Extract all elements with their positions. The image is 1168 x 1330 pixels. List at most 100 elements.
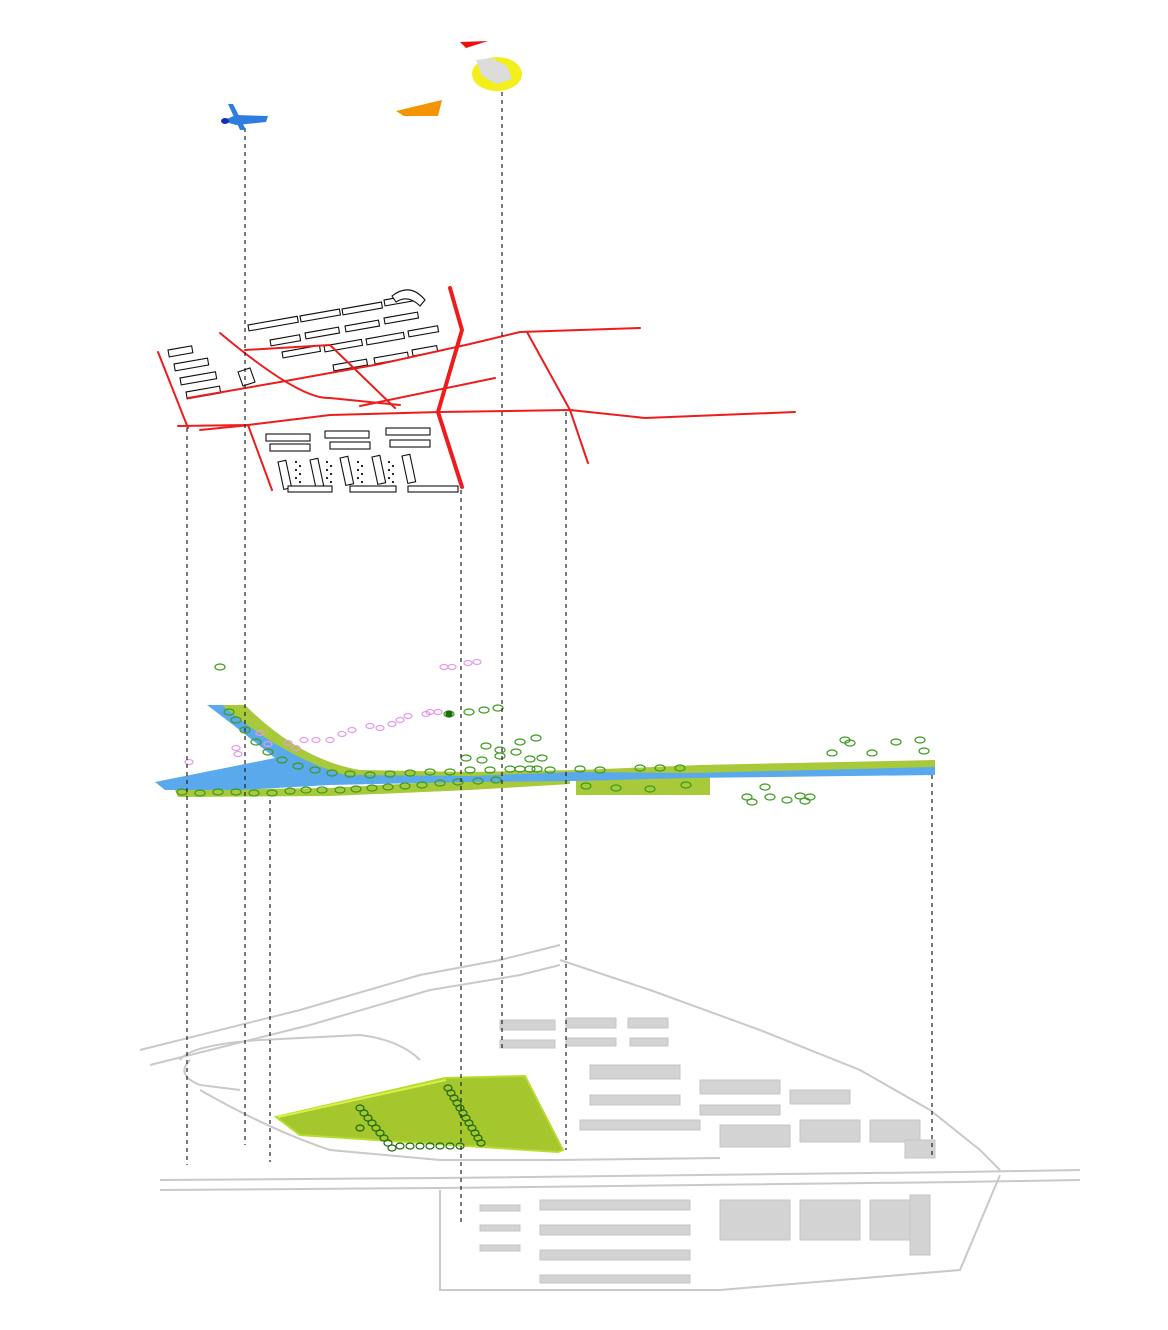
tree-symbol bbox=[230, 716, 242, 724]
building bbox=[179, 371, 218, 386]
building bbox=[281, 344, 322, 359]
building bbox=[383, 311, 420, 325]
park-tree bbox=[425, 1142, 435, 1150]
building-dot bbox=[391, 480, 395, 484]
small-building bbox=[237, 367, 256, 387]
tree-symbol bbox=[230, 788, 242, 796]
building-dot bbox=[298, 480, 302, 484]
west-building-group bbox=[167, 345, 256, 400]
pink-tree-symbol bbox=[375, 724, 385, 732]
building bbox=[401, 453, 417, 485]
building-dot bbox=[391, 472, 395, 476]
building bbox=[389, 439, 431, 448]
pink-tree-symbol bbox=[347, 726, 357, 734]
tree-symbol bbox=[644, 785, 656, 793]
tree-symbol bbox=[364, 771, 376, 779]
building-dot bbox=[391, 464, 395, 468]
tree-symbol bbox=[416, 781, 428, 789]
south-building-group bbox=[265, 427, 459, 493]
tree-symbol bbox=[654, 764, 666, 772]
building bbox=[385, 427, 431, 436]
tree-symbol bbox=[350, 785, 362, 793]
road-east-fork bbox=[526, 331, 589, 464]
base-block bbox=[789, 1089, 851, 1105]
guide-lines bbox=[186, 92, 933, 1222]
road-west-diagonal bbox=[157, 351, 189, 429]
tree-symbol bbox=[460, 754, 472, 762]
road-inner bbox=[244, 344, 396, 409]
pink-tree-symbol bbox=[299, 736, 309, 744]
base-block bbox=[565, 1017, 617, 1029]
base-road-diagonal bbox=[199, 1089, 721, 1161]
base-block bbox=[539, 1274, 691, 1284]
pink-tree-symbol bbox=[325, 736, 335, 744]
pink-tree-symbol bbox=[311, 736, 321, 744]
tree-symbol bbox=[266, 789, 278, 797]
base-block bbox=[479, 1204, 521, 1212]
building bbox=[309, 457, 325, 489]
building bbox=[329, 441, 371, 450]
tree-symbol bbox=[918, 747, 930, 755]
pink-tree-symbol bbox=[184, 758, 194, 766]
park-area bbox=[273, 1074, 565, 1154]
park-tree bbox=[455, 1142, 465, 1150]
building-dot bbox=[356, 476, 360, 480]
building bbox=[299, 308, 342, 323]
base-block bbox=[539, 1249, 691, 1261]
landmark-layer bbox=[221, 41, 522, 130]
tree-symbol bbox=[444, 768, 456, 776]
park-layer bbox=[273, 1074, 565, 1154]
building-dot bbox=[294, 460, 298, 464]
pink-tree-symbol bbox=[433, 708, 443, 716]
building-layer bbox=[167, 289, 459, 493]
park-tree bbox=[355, 1124, 365, 1132]
building bbox=[173, 357, 210, 372]
base-boundary-east bbox=[559, 959, 1001, 1171]
tree-symbol bbox=[510, 748, 522, 756]
tree-symbol bbox=[316, 786, 328, 794]
stadium-core bbox=[476, 58, 512, 84]
pink-tree-symbol bbox=[387, 720, 397, 728]
building-dot bbox=[298, 464, 302, 468]
pink-tree-symbol bbox=[365, 722, 375, 730]
tree-symbol bbox=[326, 769, 338, 777]
river-channel bbox=[155, 705, 935, 790]
base-block bbox=[869, 1199, 911, 1241]
tree-symbol bbox=[580, 782, 592, 790]
road-north-main bbox=[187, 327, 641, 399]
base-block bbox=[629, 1037, 669, 1047]
base-block bbox=[539, 1224, 691, 1236]
tree-symbol bbox=[759, 783, 771, 791]
tree-symbol bbox=[366, 784, 378, 792]
tree-symbol bbox=[574, 765, 586, 773]
tree-symbol bbox=[826, 749, 838, 757]
tree-symbol bbox=[504, 765, 516, 773]
park-tree bbox=[405, 1142, 415, 1150]
road-main-east-west bbox=[177, 409, 796, 427]
building bbox=[344, 319, 381, 333]
park-tree bbox=[387, 1144, 397, 1152]
pink-tree-symbol bbox=[463, 659, 473, 667]
tree-symbol bbox=[804, 793, 816, 801]
tree-symbol bbox=[610, 784, 622, 792]
tree-symbol bbox=[476, 756, 488, 764]
tree-symbol bbox=[494, 752, 506, 760]
road-curve-link bbox=[219, 332, 401, 406]
base-road-arc bbox=[179, 1033, 421, 1061]
building-dot bbox=[325, 476, 329, 480]
building-dot bbox=[329, 464, 333, 468]
tree-symbol bbox=[890, 738, 902, 746]
base-block bbox=[589, 1064, 681, 1080]
pink-trees bbox=[184, 658, 482, 766]
tree-symbol bbox=[382, 783, 394, 791]
tree-symbol-solid bbox=[445, 710, 453, 718]
tree-symbol bbox=[194, 789, 206, 797]
base-block bbox=[699, 1104, 781, 1116]
tree-symbol bbox=[239, 726, 251, 734]
river-green-layer bbox=[155, 705, 935, 797]
base-road-top bbox=[139, 944, 561, 1051]
stadium-icon bbox=[472, 57, 522, 91]
pink-tree-symbol bbox=[255, 729, 265, 737]
tree-symbol bbox=[250, 738, 262, 746]
